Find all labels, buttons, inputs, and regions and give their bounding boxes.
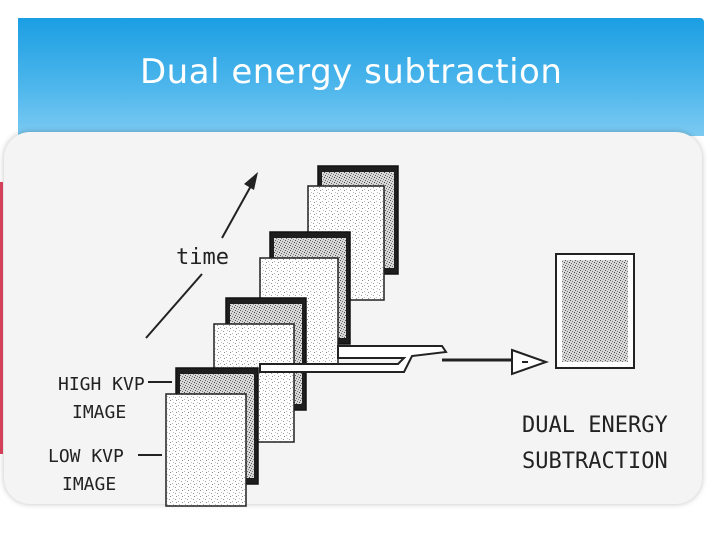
subtraction-result-image <box>555 253 635 369</box>
low-kvp-label-line2: IMAGE <box>62 474 116 495</box>
slide-title: Dual energy subtraction <box>140 52 563 92</box>
high-kvp-label-line1: HIGH KVP <box>58 374 145 395</box>
result-label-line2: SUBTRACTION <box>522 449 668 474</box>
time-arrow <box>145 172 258 339</box>
low-kvp-frame-1 <box>165 393 247 507</box>
high-kvp-label-line2: IMAGE <box>72 402 126 423</box>
image-pair-1 <box>165 367 259 507</box>
left-accent-line <box>0 182 3 454</box>
time-label: time <box>176 245 229 270</box>
result-label-line1: DUAL ENERGY <box>522 413 668 438</box>
low-kvp-label-line1: LOW KVP <box>48 446 124 467</box>
slide-header <box>18 18 704 136</box>
subtraction-arrow <box>259 345 550 376</box>
